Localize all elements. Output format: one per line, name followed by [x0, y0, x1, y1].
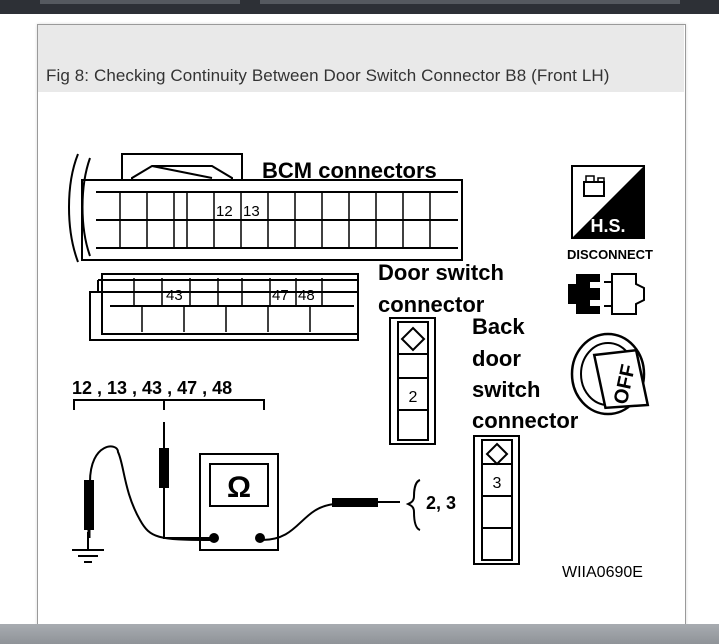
probe-wire-left	[89, 445, 211, 541]
back-door-switch-connector	[473, 435, 520, 565]
ignition-off-icon: OFF	[570, 332, 650, 416]
back-door-label-1: Back	[472, 314, 525, 339]
door-switch-pin-2: 2	[409, 389, 418, 406]
pin-47: 47	[272, 287, 289, 304]
disconnect-icon: DISCONNECT	[567, 247, 653, 315]
meter-terminal-left	[209, 533, 219, 543]
door-switch-label-2: connector	[378, 292, 485, 317]
probe-switch	[332, 498, 378, 507]
back-door-label-3: switch	[472, 377, 540, 402]
probe-left	[84, 480, 94, 530]
pin-list-bracket	[73, 399, 265, 410]
probe-bcm	[159, 448, 169, 488]
figure-caption: Fig 8: Checking Continuity Between Door …	[46, 66, 610, 85]
door-switch-label-1: Door switch	[378, 260, 504, 285]
switch-pin-bracket	[405, 479, 421, 531]
figure-code: WIIA0690E	[562, 564, 643, 581]
ohmmeter	[199, 453, 279, 551]
door-switch-connector	[389, 317, 436, 445]
pin-13: 13	[243, 203, 260, 220]
back-door-label-4: connector	[472, 408, 579, 433]
wiring-diagram: H.S. DISCONNECT OFF BCM connectors Door …	[68, 153, 653, 581]
back-door-switch-pin-3: 3	[493, 475, 502, 492]
meter-terminal-right	[255, 533, 265, 543]
bcm-pins-list: 12 , 13 , 43 , 47 , 48	[72, 378, 232, 398]
ohm-symbol: Ω	[227, 471, 251, 504]
hs-icon-label: H.S.	[590, 216, 625, 236]
back-door-label-2: door	[472, 346, 521, 371]
pin-12: 12	[216, 203, 233, 220]
probe-wire-bcm	[163, 486, 210, 539]
window-top-bar	[0, 0, 719, 14]
switch-pins-list: 2, 3	[426, 493, 456, 513]
pin-43: 43	[166, 287, 183, 304]
disconnect-label: DISCONNECT	[567, 247, 653, 262]
bcm-connectors-label: BCM connectors	[262, 158, 437, 183]
hand-tool-icon: H.S.	[571, 165, 645, 239]
pin-48: 48	[298, 287, 315, 304]
figure-caption-bar	[38, 25, 684, 92]
bcm-lower-connector	[89, 273, 359, 341]
probe-wire-right	[261, 503, 335, 541]
bcm-upper-connector	[68, 153, 463, 263]
window-bottom-bar	[0, 624, 719, 644]
